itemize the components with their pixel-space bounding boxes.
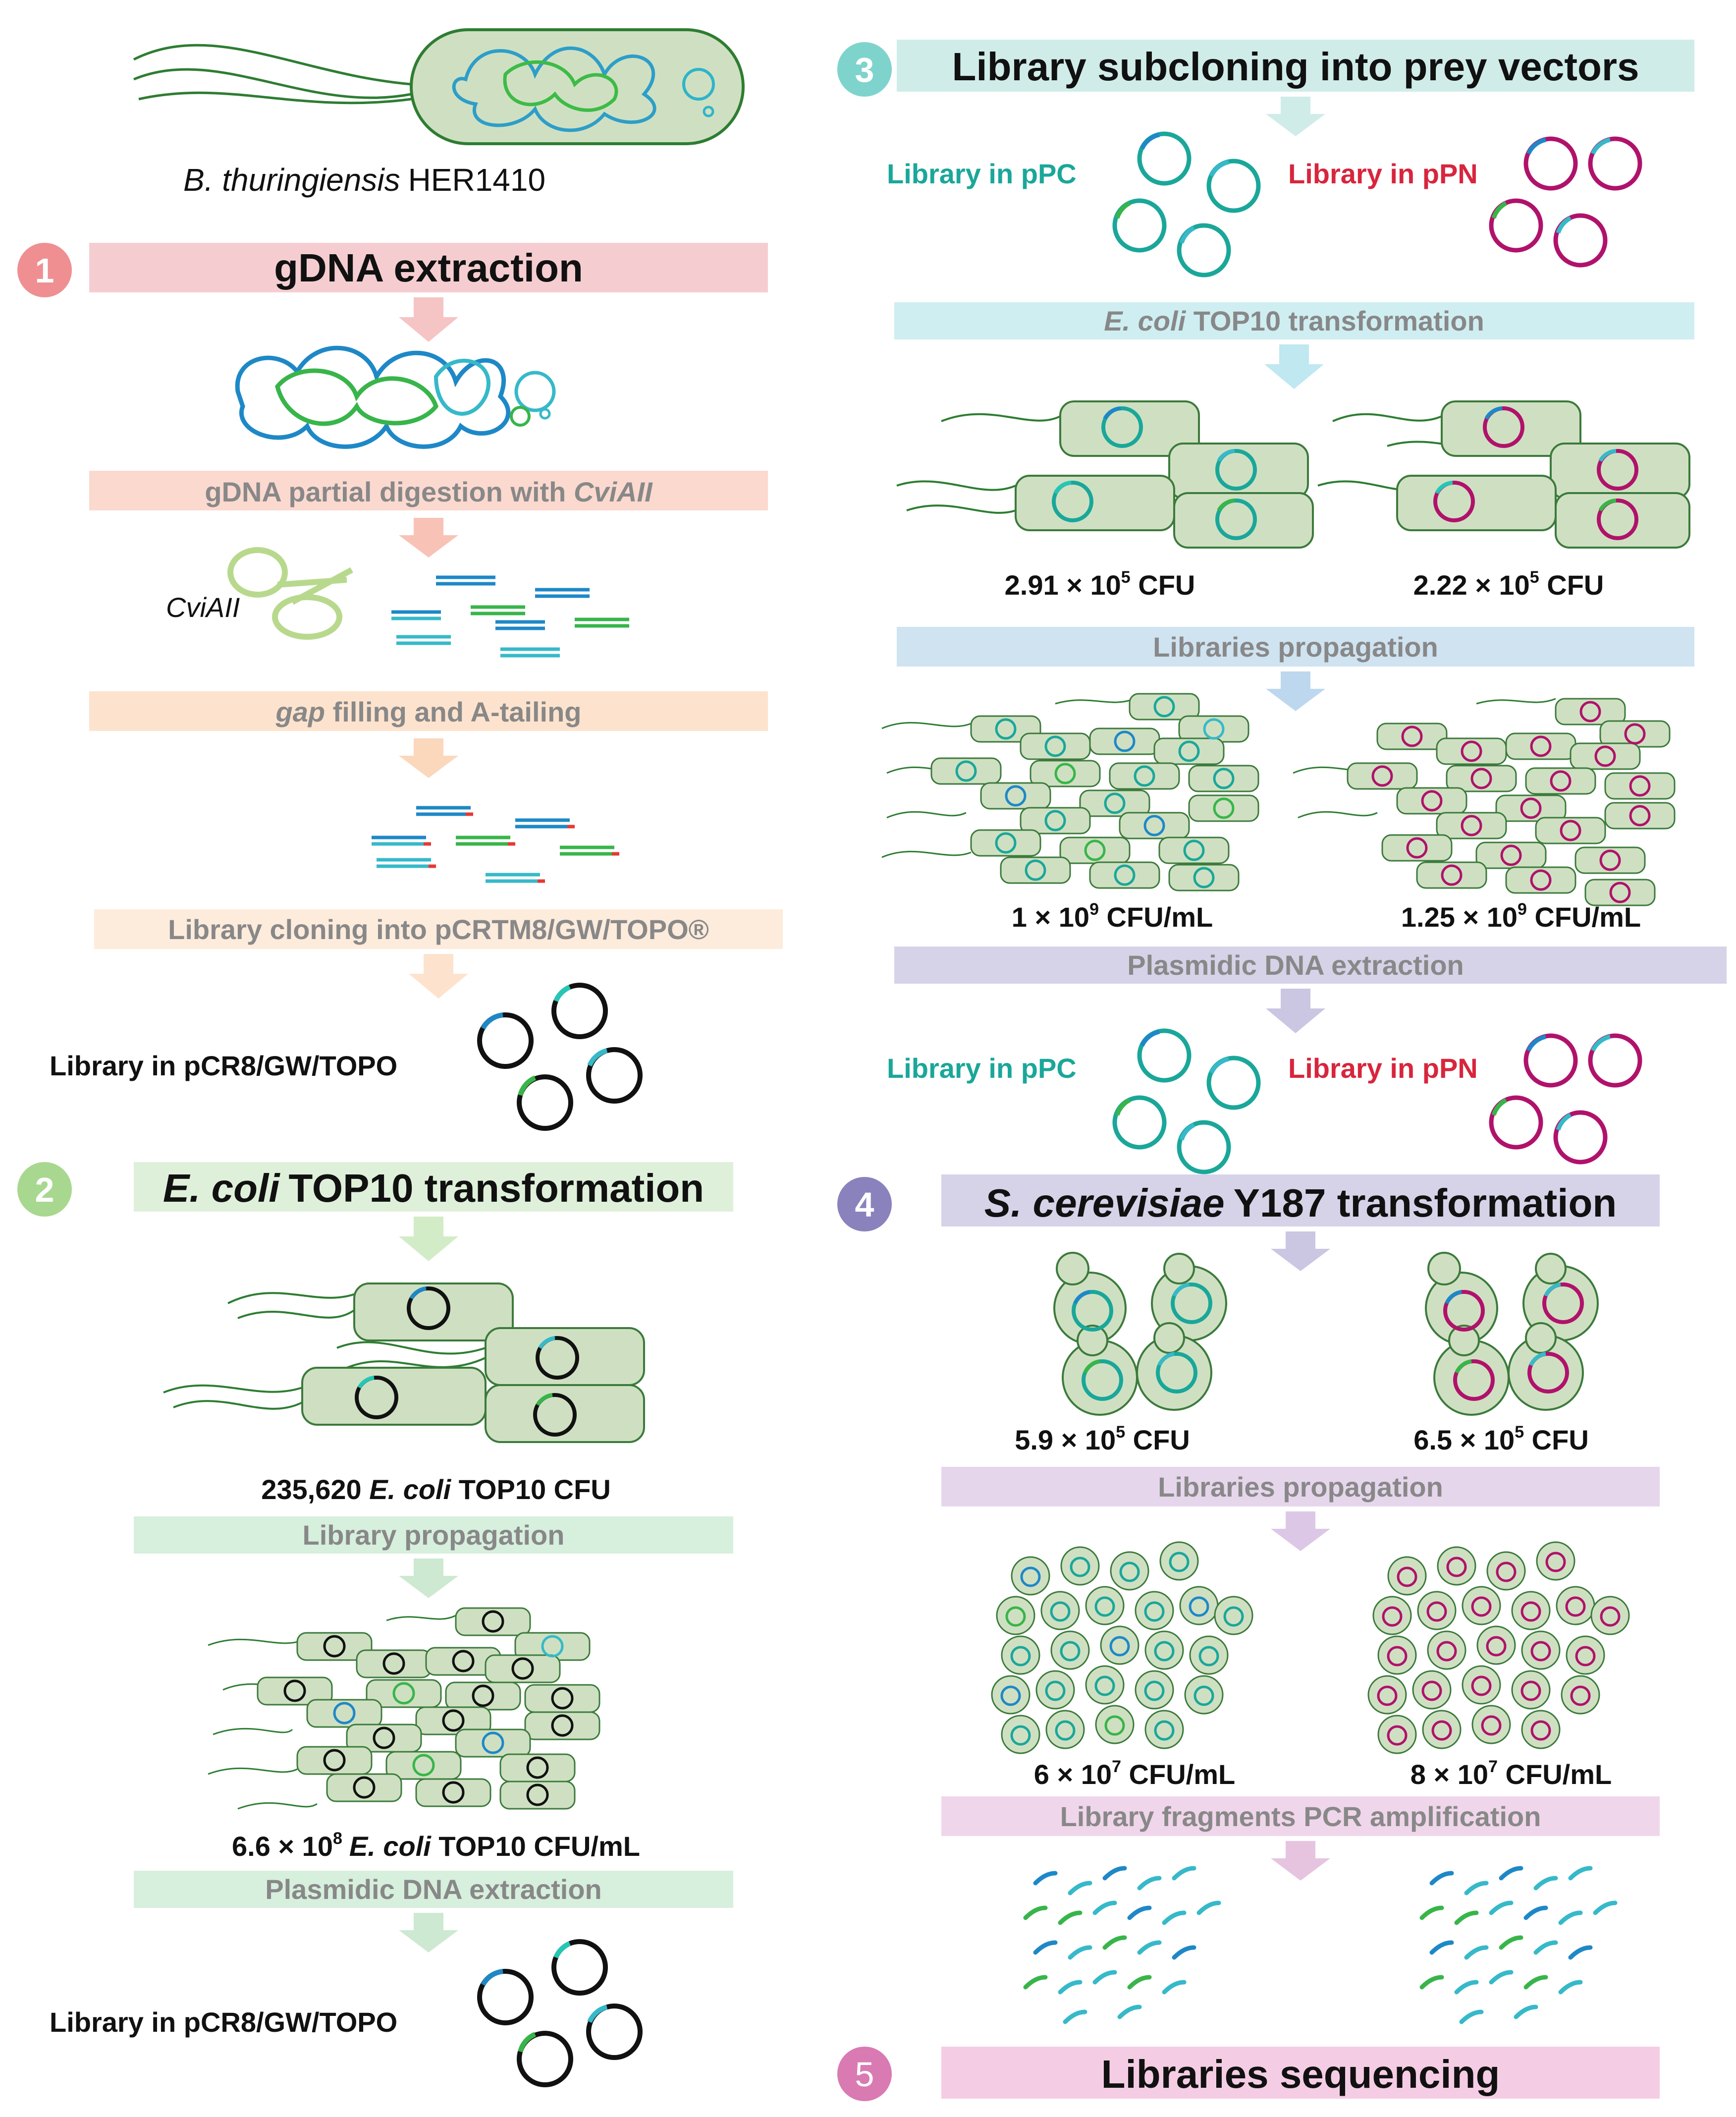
plasmidic-extraction-label: Plasmidic DNA extraction: [1127, 949, 1464, 981]
transformation-bar: [894, 302, 1694, 339]
dna-fragments: [391, 575, 629, 658]
pcr-fragments-pn: [1419, 1866, 1618, 2024]
arrow-down: [1271, 1511, 1330, 1551]
titer-pn-label: 1.25 × 109 CFU/mL: [1401, 900, 1641, 933]
yeast-cfu-pn-label: 6.5 × 105 CFU: [1413, 1423, 1589, 1455]
bacterium-illustration: [133, 28, 745, 145]
step-1-circle: [17, 243, 72, 297]
digestion-label: gDNA partial digestion with CviAII: [205, 476, 653, 507]
transformation-label: E. coli TOP10 transformation: [1104, 305, 1484, 336]
step-5-title: Libraries sequencing: [1101, 2052, 1500, 2096]
pcr-bar: [941, 1796, 1660, 1836]
ecoli-culture-pn: [1293, 698, 1676, 906]
step-5-bar: [941, 2047, 1660, 2099]
step-3-title: Library subcloning into prey vectors: [952, 45, 1639, 89]
lib-pn-label: Library in pPN: [1288, 158, 1478, 189]
yeast-culture-pn: [1367, 1541, 1630, 1754]
step-5-circle: [837, 2047, 892, 2101]
libraries-propagation-bar: [897, 627, 1694, 667]
yeast-cells-pn: [1425, 1252, 1599, 1416]
libraries-propagation-label: Libraries propagation: [1153, 631, 1438, 663]
lib-pc-label: Library in pPC: [887, 158, 1077, 189]
propagation-bar: [134, 1516, 733, 1554]
extraction-label: Plasmidic DNA extraction: [265, 1874, 601, 1905]
plasmid-group-1: [477, 983, 643, 1131]
titer-pc-label: 1 × 109 CFU/mL: [1012, 900, 1213, 933]
yeast-culture-pc: [991, 1541, 1253, 1754]
yeast-cfu-pc-label: 5.9 × 105 CFU: [1015, 1423, 1190, 1455]
arrow-down: [399, 1217, 458, 1261]
ecoli-culture-pc: [881, 693, 1259, 891]
plasmid-group-pn-2: [1489, 1033, 1642, 1165]
step-5-number: 5: [855, 2055, 874, 2094]
arrow-down: [1271, 1231, 1330, 1271]
arrow-down: [399, 518, 458, 557]
yeast-titer-pn-label: 8 × 107 CFU/mL: [1410, 1757, 1612, 1790]
arrow-down: [399, 1913, 458, 1952]
step-4-circle: [837, 1177, 892, 1231]
step-1-title: gDNA extraction: [274, 246, 583, 290]
step-2-bar: [134, 1162, 733, 1212]
arrow-down: [1266, 671, 1325, 711]
library-1-label: Library in pCR8/GW/TOPO: [50, 1050, 397, 1081]
arrow-down: [399, 297, 458, 342]
cfu-pc-label: 2.91 × 105 CFU: [1005, 568, 1195, 601]
lib-pn-label-2: Library in pPN: [1288, 1053, 1478, 1084]
step-3-bar: [897, 40, 1694, 92]
yeast-titer-pc-label: 6 × 107 CFU/mL: [1034, 1757, 1235, 1790]
plasmid-group-pc: [1112, 131, 1261, 278]
step-1-number: 1: [35, 251, 54, 290]
yeast-propagation-bar: [941, 1467, 1660, 1506]
ecoli-culture: [208, 1607, 600, 1810]
cfu-pn-label: 2.22 × 105 CFU: [1413, 568, 1604, 601]
arrow-down: [399, 738, 458, 778]
ecoli-cells-pn: [1317, 400, 1690, 549]
gap-label: gap filling and A-tailing: [275, 696, 582, 727]
gap-bar: [89, 691, 768, 731]
lib-pc-label-2: Library in pPC: [887, 1053, 1077, 1084]
arrow-down: [409, 954, 468, 999]
plasmid-group-pc-2: [1112, 1028, 1261, 1174]
plasmidic-extraction-bar: [894, 947, 1727, 984]
yeast-cells-pc: [1053, 1252, 1227, 1416]
enzyme-label: CviAII: [166, 592, 240, 623]
step-4-bar: [941, 1174, 1660, 1226]
arrow-down: [1266, 97, 1325, 136]
step-1-bar: [89, 243, 768, 292]
gdna-illustration: [235, 345, 556, 449]
step-2-number: 2: [35, 1170, 54, 1209]
step-3-number: 3: [855, 51, 874, 89]
pcr-fragments-pc: [1023, 1866, 1221, 2024]
ecoli-cells: [163, 1282, 645, 1443]
digestion-bar: [89, 471, 768, 510]
yeast-propagation-label: Libraries propagation: [1158, 1471, 1443, 1503]
step-3-circle: [837, 42, 892, 97]
plasmid-group-pn: [1489, 136, 1642, 268]
plasmid-group-2: [477, 1939, 643, 2087]
arrow-down: [1264, 344, 1324, 389]
ecoli-cells-pc: [896, 400, 1314, 549]
scissors-icon: [227, 547, 353, 640]
step-2-circle: [17, 1162, 72, 1217]
cloning-label: Library cloning into pCRTM8/GW/TOPO®: [168, 914, 709, 945]
pcr-label: Library fragments PCR amplification: [1060, 1801, 1541, 1832]
step-4-number: 4: [855, 1185, 874, 1224]
extraction-bar: [134, 1871, 733, 1908]
arrow-down: [1271, 1841, 1330, 1881]
library-2-label: Library in pCR8/GW/TOPO: [50, 2006, 397, 2038]
tailed-fragments: [372, 806, 619, 883]
cloning-bar: [94, 909, 783, 949]
arrow-down: [399, 1559, 458, 1598]
count-1-label: 235,620 E. coli TOP10 CFU: [261, 1474, 611, 1505]
propagation-label: Library propagation: [303, 1519, 565, 1551]
arrow-down: [1266, 989, 1325, 1033]
